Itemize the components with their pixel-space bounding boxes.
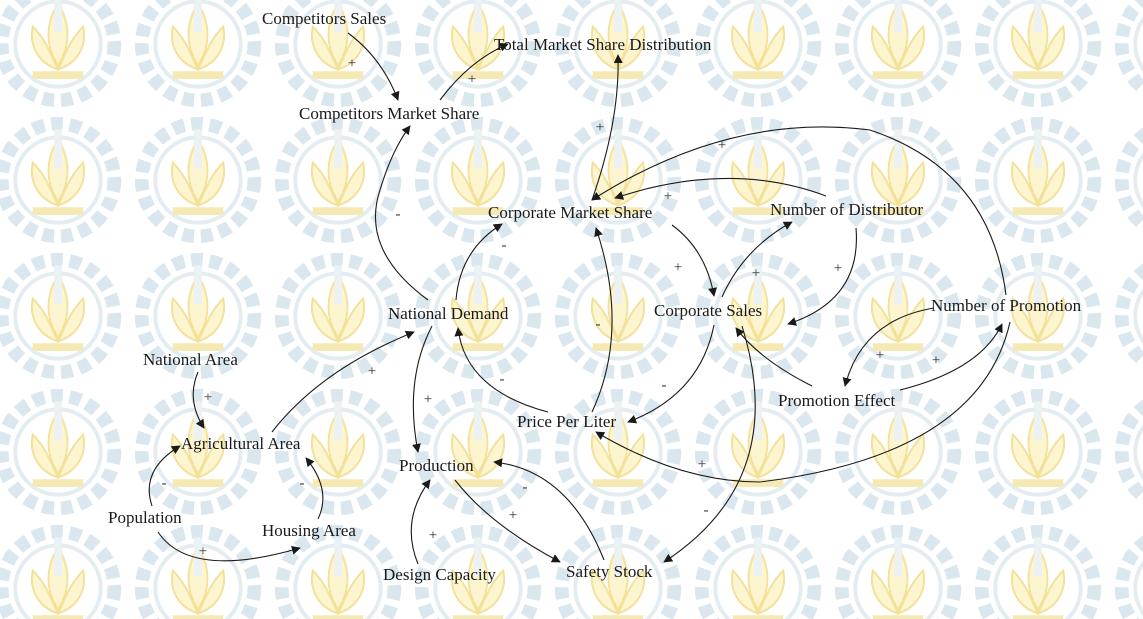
polarity-label: - bbox=[500, 371, 505, 387]
link-corporate-sales-to-safety-stock: - bbox=[663, 325, 756, 563]
polarity-label: + bbox=[468, 71, 476, 87]
link-corporate-sales-to-price-per-liter: - bbox=[627, 324, 715, 424]
node-corporate-market-share: Corporate Market Share bbox=[488, 203, 652, 222]
polarity-label: - bbox=[596, 316, 601, 332]
polarity-label: - bbox=[396, 206, 401, 222]
polarity-label: - bbox=[523, 479, 528, 495]
node-promotion-effect: Promotion Effect bbox=[778, 391, 896, 410]
node-safety-stock: Safety Stock bbox=[566, 562, 653, 581]
polarity-label: + bbox=[834, 260, 842, 276]
polarity-label: + bbox=[674, 259, 682, 275]
link-number-of-promotion-to-corporate-market-share: + bbox=[591, 126, 1007, 296]
link-agricultural-area-to-national-demand: + bbox=[271, 330, 415, 433]
link-number-of-distributor-to-corporate-market-share: + bbox=[614, 177, 827, 204]
polarity-label: + bbox=[718, 137, 726, 153]
node-housing-area: Housing Area bbox=[262, 521, 356, 540]
link-promotion-effect-to-number-of-promotion: + bbox=[899, 323, 1003, 391]
node-competitors-sales: Competitors Sales bbox=[262, 9, 386, 28]
link-number-of-promotion-to-price-per-liter: + bbox=[595, 321, 1011, 483]
polarity-label: + bbox=[429, 527, 437, 543]
link-corporate-sales-to-number-of-distributor: + bbox=[721, 221, 793, 298]
node-corporate-sales: Corporate Sales bbox=[654, 301, 762, 320]
link-population-to-agricultural-area: - bbox=[148, 445, 181, 507]
link-corporate-market-share-to-corporate-sales: + bbox=[671, 224, 718, 297]
polarity-label: - bbox=[662, 377, 667, 393]
node-total-market-share-distribution: Total Market Share Distribution bbox=[494, 35, 712, 54]
polarity-label: + bbox=[876, 347, 884, 363]
polarity-label: - bbox=[162, 475, 167, 491]
polarity-label: + bbox=[698, 456, 706, 472]
link-population-to-housing-area: + bbox=[157, 531, 301, 562]
polarity-label: + bbox=[596, 119, 604, 135]
node-number-of-distributor: Number of Distributor bbox=[770, 200, 923, 219]
polarity-label: + bbox=[199, 543, 207, 559]
link-price-per-liter-to-corporate-market-share: - bbox=[591, 227, 613, 413]
polarity-label: - bbox=[300, 475, 305, 491]
polarity-label: + bbox=[664, 188, 672, 204]
link-production-to-safety-stock: + bbox=[454, 479, 561, 563]
polarity-label: + bbox=[932, 352, 940, 368]
link-number-of-distributor-to-corporate-sales: + bbox=[787, 227, 857, 326]
link-price-per-liter-to-national-demand: - bbox=[454, 327, 549, 413]
polarity-label: + bbox=[509, 507, 517, 523]
link-competitors-sales-to-competitors-market-share: + bbox=[347, 32, 400, 101]
link-national-area-to-agricultural-area: + bbox=[192, 371, 212, 429]
link-safety-stock-to-production: - bbox=[493, 458, 605, 561]
link-housing-area-to-agricultural-area: - bbox=[300, 457, 324, 520]
link-national-demand-to-competitors-market-share: - bbox=[374, 125, 429, 301]
polarity-label: + bbox=[348, 55, 356, 71]
node-population: Population bbox=[108, 508, 182, 527]
link-promotion-effect-to-corporate-sales bbox=[735, 327, 813, 387]
link-national-demand-to-production: + bbox=[412, 325, 433, 453]
link-corporate-market-share-to-total-market-share: + bbox=[591, 54, 623, 201]
polarity-label: + bbox=[752, 265, 760, 281]
node-production: Production bbox=[399, 456, 474, 475]
node-national-area: National Area bbox=[143, 350, 238, 369]
node-national-demand: National Demand bbox=[388, 304, 509, 323]
node-price-per-liter: Price Per Liter bbox=[517, 412, 616, 431]
link-competitors-market-share-to-total-market-share: + bbox=[439, 42, 509, 101]
node-number-of-promotion: Number of Promotion bbox=[931, 296, 1082, 315]
polarity-label: + bbox=[368, 363, 376, 379]
polarity-label: + bbox=[204, 389, 212, 405]
link-design-capacity-to-production: + bbox=[410, 479, 437, 565]
polarity-label: + bbox=[424, 391, 432, 407]
node-agricultural-area: Agricultural Area bbox=[181, 434, 301, 453]
node-design-capacity: Design Capacity bbox=[383, 565, 496, 584]
node-competitors-market-share: Competitors Market Share bbox=[299, 104, 479, 123]
link-number-of-promotion-to-promotion-effect: + bbox=[842, 307, 935, 387]
polarity-label: - bbox=[502, 237, 507, 253]
polarity-label: - bbox=[704, 502, 709, 518]
link-national-demand-to-corporate-market-share: - bbox=[455, 223, 507, 301]
